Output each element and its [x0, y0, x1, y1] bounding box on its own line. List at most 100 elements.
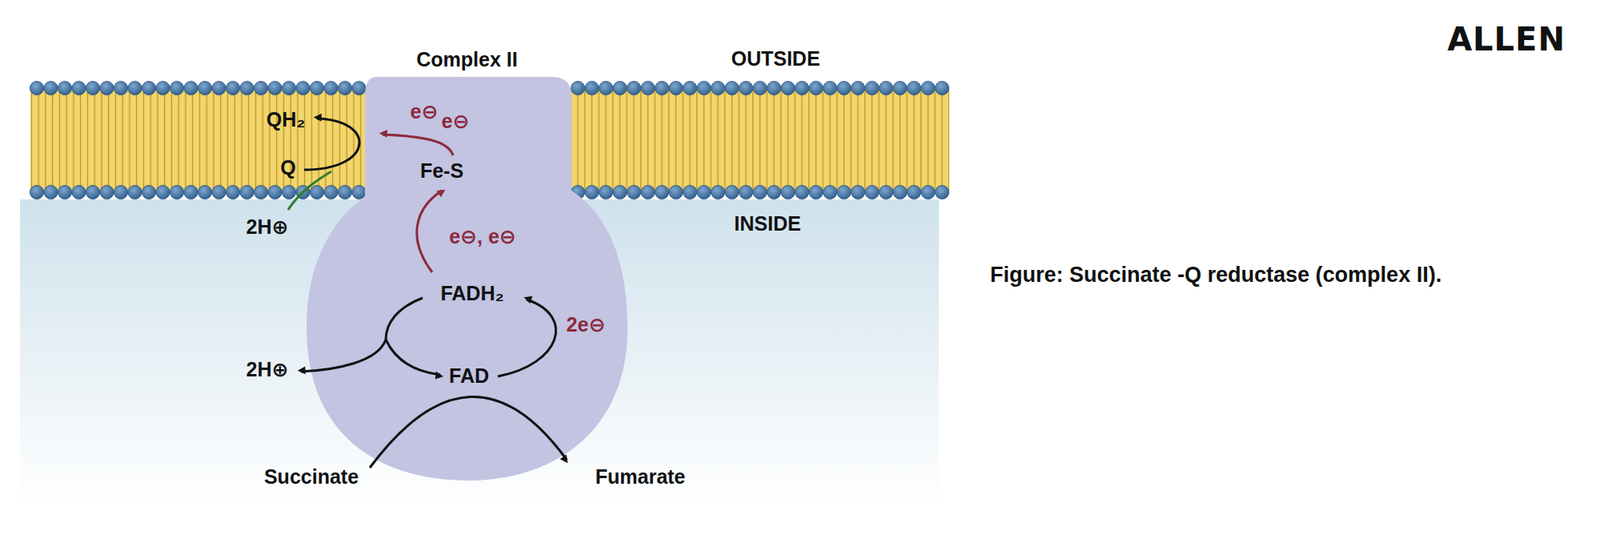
region-label: OUTSIDE: [730, 48, 820, 71]
molecule-label: Fumarate: [595, 465, 686, 489]
lipid-head: [57, 184, 72, 199]
lipid-tails: [569, 89, 950, 191]
lipid-head: [212, 184, 226, 199]
lipid-head: [309, 80, 324, 95]
lipid-head: [906, 80, 921, 95]
lipid-head: [141, 80, 156, 95]
electron-label: 2e⊖: [566, 313, 606, 337]
lipid-head: [669, 80, 683, 95]
electron-label: e⊖, e⊖: [449, 225, 517, 249]
electron-label: e⊖: [410, 100, 439, 124]
lipid-head: [641, 80, 655, 95]
lipid-head: [100, 184, 114, 199]
lipid-head: [794, 80, 809, 95]
lipid-head: [697, 184, 711, 199]
lipid-head: [29, 80, 44, 95]
lipid-head: [100, 80, 114, 95]
lipid-head: [253, 80, 268, 95]
lipid-head: [809, 80, 823, 95]
lipid-head: [850, 80, 865, 95]
molecule-label: Succinate: [264, 465, 359, 489]
lipid-head: [893, 80, 907, 95]
lipid-head: [794, 184, 809, 199]
lipid-head: [738, 184, 753, 199]
lipid-head: [934, 80, 949, 95]
lipid-head: [324, 184, 338, 199]
lipid-head: [822, 184, 837, 199]
lipid-head: [72, 80, 86, 95]
lipid-head: [197, 184, 212, 199]
lipid-head: [613, 184, 627, 199]
lipid-head: [309, 184, 324, 199]
publisher-logo: ALLEN: [1447, 21, 1566, 57]
lipid-head: [921, 80, 935, 95]
lipid-head: [128, 80, 142, 95]
lipid-head: [682, 184, 697, 199]
lipid-head: [352, 80, 366, 95]
lipid-head: [837, 184, 851, 199]
lipid-head: [766, 184, 781, 199]
lipid-head: [296, 80, 310, 95]
lipid-head: [169, 80, 184, 95]
lipid-head: [156, 80, 170, 95]
lipid-head: [893, 184, 907, 199]
lipid-head: [324, 80, 338, 95]
lipid-head: [641, 184, 655, 199]
lipid-head: [184, 80, 198, 95]
electron-transfer-arrow: [417, 190, 442, 273]
lipid-head: [225, 184, 240, 199]
lipid-head: [156, 184, 170, 199]
lipid-head: [85, 80, 100, 95]
lipid-head: [281, 184, 296, 199]
cofactor-label: FADH₂: [440, 282, 504, 305]
lipid-head: [837, 80, 851, 95]
proton-release-arrow: [300, 297, 423, 372]
proton-label: 2H⊕: [246, 358, 289, 381]
lipid-head: [85, 184, 100, 199]
lipid-head: [240, 80, 254, 95]
protein-body: [306, 76, 628, 481]
lipid-head: [781, 80, 795, 95]
lipid-head: [921, 184, 935, 199]
lipid-head: [212, 80, 226, 95]
lipid-head: [141, 184, 156, 199]
lipid-head: [240, 184, 254, 199]
lipid-head: [725, 80, 739, 95]
lipid-head: [710, 80, 725, 95]
lipid-head: [906, 184, 921, 199]
lipid-head: [585, 184, 599, 199]
lipid-head: [822, 80, 837, 95]
molecule-label: QH₂: [266, 108, 306, 132]
lipid-head: [570, 80, 585, 95]
lipid-head: [865, 184, 879, 199]
lipid-tails: [30, 89, 367, 191]
lipid-head: [337, 80, 352, 95]
lipid-head: [352, 184, 366, 199]
figure-caption: Figure: Succinate -Q reductase (complex …: [990, 262, 1442, 288]
lipid-head: [44, 80, 58, 95]
lipid-head: [225, 80, 240, 95]
fad-reduction-arrow: [497, 299, 557, 377]
lipid-head: [72, 184, 86, 199]
lipid-head: [850, 184, 865, 199]
electron-label: e⊖: [441, 110, 470, 133]
lipid-head: [613, 80, 627, 95]
lipid-head: [697, 80, 711, 95]
lipid-head: [934, 184, 949, 199]
lipid-head: [184, 184, 198, 199]
lipid-head: [598, 184, 613, 199]
lipid-head: [197, 80, 212, 95]
region-label: INSIDE: [733, 212, 801, 236]
cofactor-label: FAD: [449, 364, 490, 388]
lipid-head: [725, 184, 739, 199]
lipid-head: [753, 184, 767, 199]
cofactor-label: Fe-S: [420, 160, 464, 183]
lipid-head: [113, 80, 128, 95]
lipid-head: [626, 80, 641, 95]
lipid-head: [585, 80, 599, 95]
lipid-head: [253, 184, 268, 199]
lipid-head: [878, 184, 893, 199]
lipid-head: [44, 184, 58, 199]
proton-label: 2H⊕: [246, 216, 289, 239]
electron-transfer-arrow: [382, 134, 454, 156]
